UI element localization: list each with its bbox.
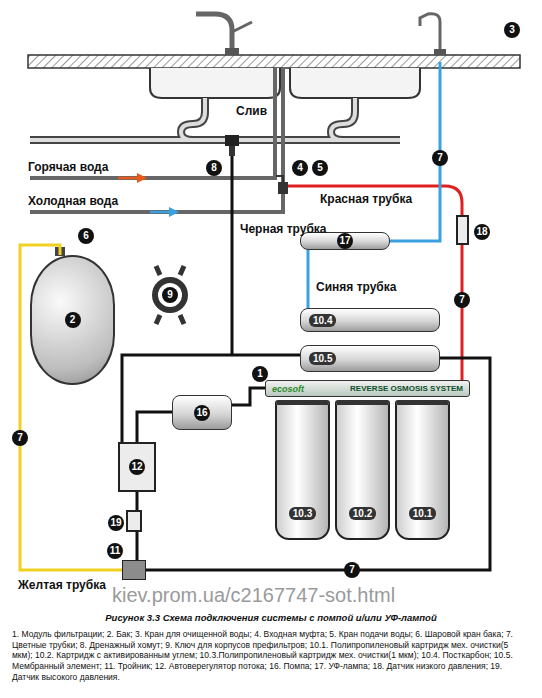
filter-housing: 10.1	[395, 400, 450, 540]
node-label: 18	[474, 224, 490, 240]
inlet-valve	[276, 176, 288, 194]
callout-number: 3	[504, 22, 520, 38]
clean-water-faucet	[420, 14, 446, 55]
node-label: REVERSE OSMOSIS SYSTEM	[350, 384, 463, 393]
callout-number: 7	[454, 292, 470, 308]
tube-connector	[20, 245, 122, 570]
node-label: 10.4	[309, 314, 336, 327]
tube-connector	[136, 532, 139, 560]
node-label: 11	[107, 543, 123, 559]
callout-number: 7	[344, 562, 360, 578]
red-tube	[288, 186, 462, 215]
sink-basin	[150, 68, 280, 98]
blue-tube	[390, 62, 440, 241]
storage-tank: 2	[30, 255, 115, 385]
filter-housing: 10.2	[335, 400, 390, 540]
tube-label: Красная трубка	[320, 192, 412, 206]
node-label: 10.1	[409, 507, 436, 520]
callout-number: 1	[252, 366, 268, 382]
booster-pump: 16	[172, 395, 232, 430]
figure-caption: Рисунок 3.3 Схема подключения системы с …	[11, 612, 531, 623]
node-label: ecosoft	[272, 384, 304, 394]
supply-lines	[30, 68, 283, 212]
tee-fitting: 11	[122, 560, 146, 580]
tube-label: Черная трубка	[240, 222, 327, 236]
membrane-housing: 10.5	[300, 345, 440, 372]
node-label: 16	[194, 405, 210, 421]
drain-pipe-inner	[30, 98, 400, 140]
node-label: 2	[65, 312, 81, 328]
drain-label: Слив	[236, 104, 267, 118]
callout-number: 8	[206, 160, 222, 176]
countertop	[28, 55, 520, 68]
parts-list: 1. Модуль фильтрации; 2. Бак; 3. Кран дл…	[12, 629, 530, 682]
tube-label: Синяя трубка	[316, 280, 396, 294]
callout-number: 4	[292, 160, 308, 176]
filter-housing: 10.3	[275, 400, 330, 540]
flow-arrows	[118, 173, 179, 217]
callout-number: 6	[78, 228, 94, 244]
tube-connector	[137, 412, 172, 442]
tube-connector	[146, 358, 490, 570]
node-label: 10.5	[309, 352, 336, 365]
mixer-faucet	[196, 14, 252, 55]
callout-number: 9	[162, 287, 178, 303]
sink-basin	[290, 68, 420, 98]
callout-number: 5	[312, 160, 328, 176]
tube-connector	[307, 250, 310, 308]
tube-label: Желтая трубка	[18, 578, 106, 592]
callout-number: 7	[432, 150, 448, 166]
drain-clamp	[225, 135, 239, 156]
pressure-sensor: 18	[456, 215, 469, 245]
callout-number: 7	[12, 430, 28, 446]
tube-connector	[232, 388, 265, 405]
wrench	[155, 266, 185, 324]
drain-pipe	[30, 98, 400, 140]
watermark: kiev.prom.ua/c2167747-sot.html	[112, 584, 395, 607]
black-tube	[122, 156, 300, 442]
cold-water-label: Холодная вода	[28, 194, 118, 208]
node-label: 12	[129, 459, 145, 475]
node-label: 19	[108, 515, 124, 531]
flow-regulator: 12	[118, 442, 156, 492]
module-bracket: ecosoft REVERSE OSMOSIS SYSTEM	[265, 380, 470, 397]
node-label: 10.3	[289, 507, 316, 520]
pressure-sensor: 19	[126, 510, 142, 532]
postcarbon-cartridge: 10.4	[300, 308, 440, 332]
hot-water-label: Горячая вода	[28, 160, 108, 174]
node-label: 17	[337, 233, 353, 249]
tube-connector	[461, 245, 464, 380]
tube-connector	[136, 492, 139, 510]
node-label: 10.2	[349, 507, 376, 520]
